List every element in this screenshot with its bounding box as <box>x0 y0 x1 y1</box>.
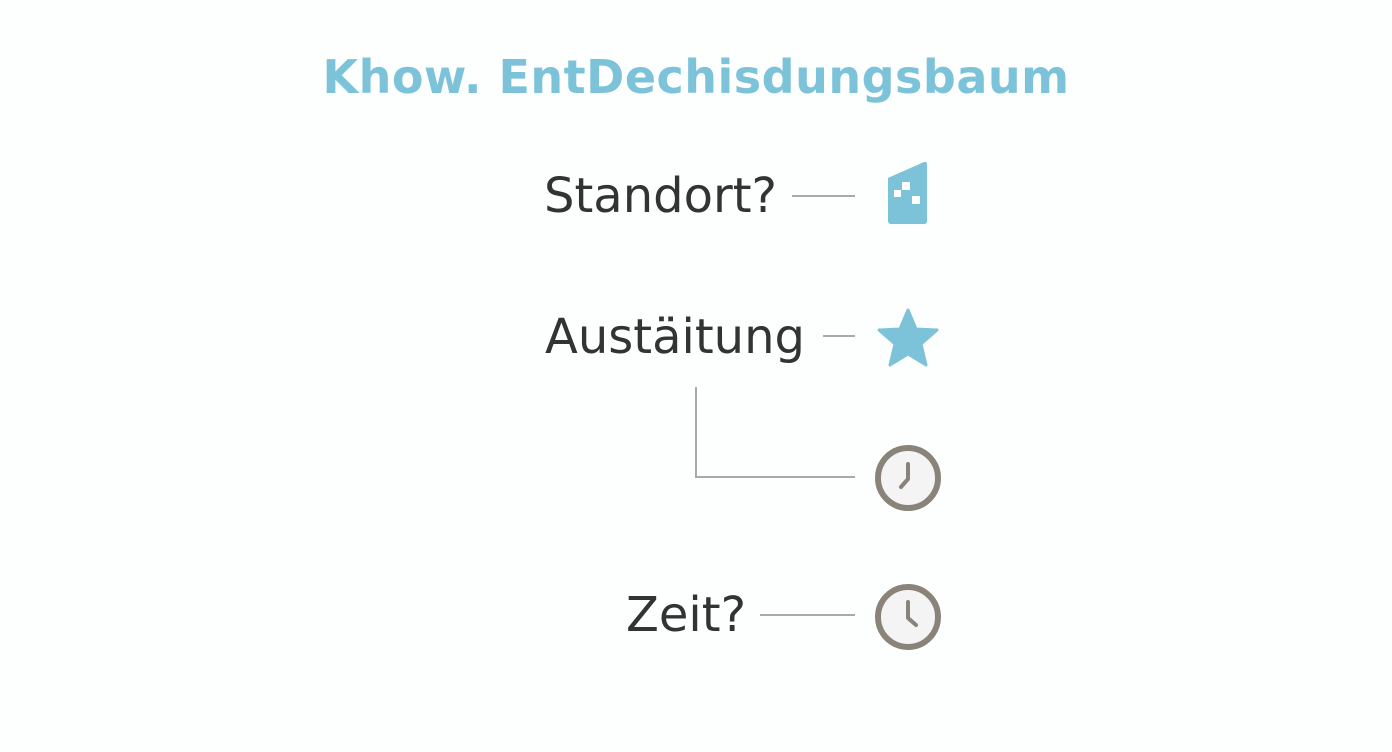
node-label-standort: Standort? <box>544 168 777 224</box>
connector-ausstattung <box>823 335 855 337</box>
branch-connector <box>694 387 858 481</box>
star-icon <box>876 307 940 369</box>
node-label-zeit: Zeit? <box>626 587 747 643</box>
connector-standort <box>792 195 855 197</box>
clock-icon <box>873 582 943 652</box>
diagram-title: Khow. EntDechisdungsbaum <box>322 50 1070 104</box>
node-label-ausstattung: Austäitung <box>545 309 805 365</box>
building-icon <box>886 160 930 226</box>
connector-zeit <box>760 614 855 616</box>
clock-icon <box>873 443 943 513</box>
